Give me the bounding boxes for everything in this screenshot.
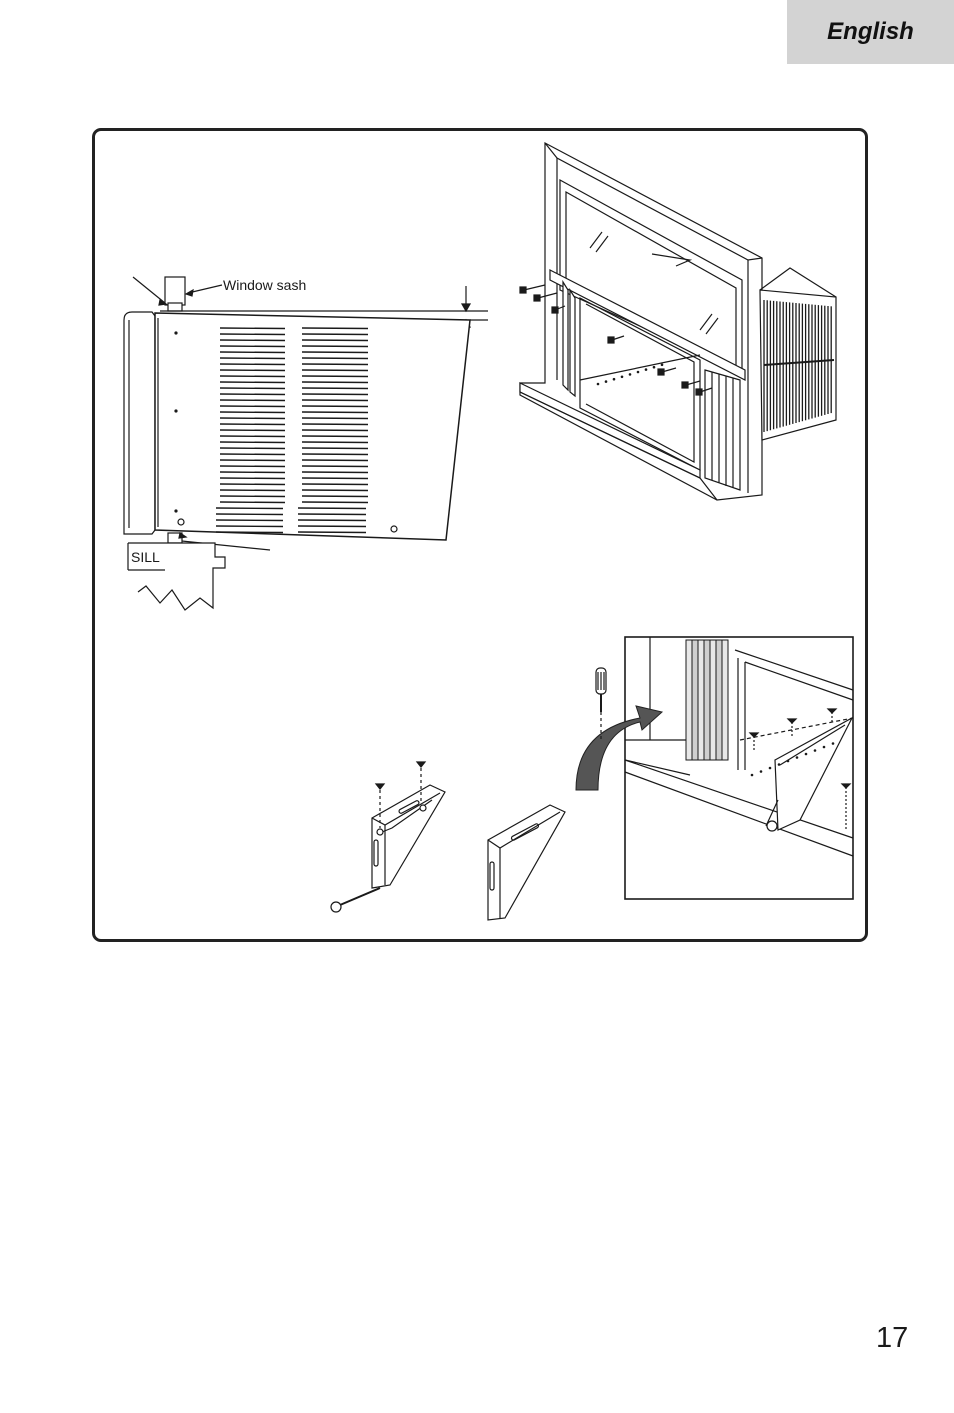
window-sill [128, 533, 270, 610]
side-view-illustration: Window sash [124, 277, 488, 610]
support-bracket-with-screws [331, 762, 445, 912]
window-sash [133, 277, 222, 311]
support-bracket [488, 805, 565, 920]
unit-cabinet-side [155, 313, 470, 540]
page-number: 17 [876, 1322, 908, 1355]
sill-label: SILL [131, 549, 160, 565]
unit-front-panel [124, 312, 155, 534]
window-frame-isometric-illustration [520, 143, 836, 500]
accordion-panels [686, 640, 728, 760]
window-sash-label: Window sash [223, 277, 306, 293]
support-bracket-detail-inset [625, 637, 853, 899]
